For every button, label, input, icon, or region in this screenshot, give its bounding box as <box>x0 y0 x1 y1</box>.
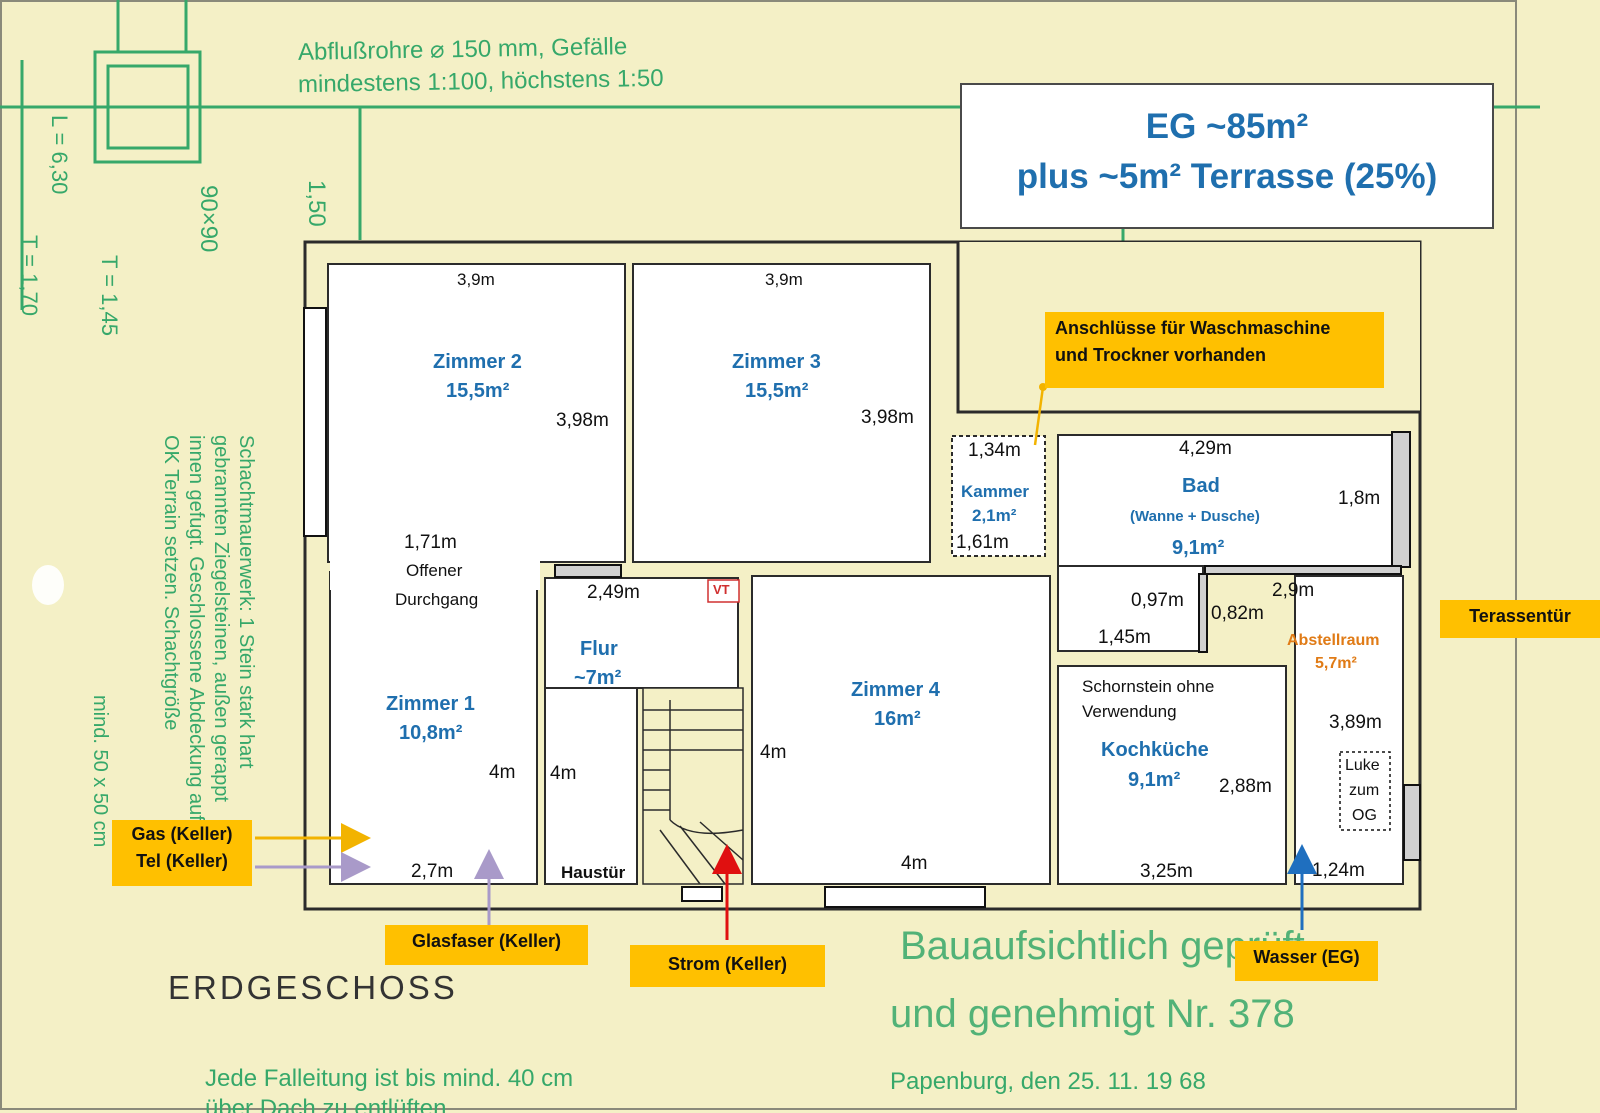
approval-line-2: und genehmigt Nr. 378 <box>890 992 1295 1036</box>
kueche-area: 9,1m² <box>1128 769 1181 791</box>
dim-bad-small-2: 0,82m <box>1211 603 1264 624</box>
callout-anschluesse-line-2: und Trockner vorhanden <box>1055 345 1267 365</box>
dim-z2-side: 3,98m <box>556 410 609 431</box>
dim-abstell-bottom: 1,24m <box>1312 860 1365 881</box>
flur-area: ~7m² <box>574 667 622 689</box>
shaft-note-1: Schachtmauerwerk: 1 Stein stark hart <box>235 435 257 769</box>
bad-area: 9,1m² <box>1172 537 1225 559</box>
dim-150: 1,50 <box>303 180 330 227</box>
zimmer1-name: Zimmer 1 <box>386 693 475 715</box>
area-summary-box: EG ~85m² plus ~5m² Terrasse (25%) <box>960 83 1494 229</box>
room-abstell <box>1294 575 1404 885</box>
drain-note-2: über Dach zu entlüften <box>205 1095 447 1113</box>
room-flur-lower <box>544 687 638 885</box>
dim-abstell-side: 3,89m <box>1329 712 1382 733</box>
offener-label: Offener <box>406 561 463 580</box>
haustuer-label: Haustür <box>561 863 626 882</box>
room-kammer <box>951 435 1046 557</box>
abstell-name: Abstellraum <box>1287 632 1380 649</box>
room-flur <box>544 577 739 689</box>
luke-line-1: Luke <box>1345 757 1380 774</box>
dim-kammer-h: 1,61m <box>956 532 1009 553</box>
windows <box>303 307 1421 908</box>
callout-wasser: Wasser (EG) <box>1235 941 1378 981</box>
schornstein-line-1: Schornstein ohne <box>1082 677 1215 696</box>
bad-subtitle: (Wanne + Dusche) <box>1130 508 1260 525</box>
page-border <box>0 0 1517 1110</box>
room-fills <box>327 263 1404 885</box>
dim-flur-top: 2,49m <box>587 582 640 603</box>
vt-box <box>707 579 740 603</box>
pipe-note-1: Abflußrohre ⌀ 150 mm, Gefälle <box>297 33 628 66</box>
area-total: EG ~85m² <box>1145 107 1309 146</box>
dim-90x90: 90×90 <box>195 185 222 253</box>
zimmer1-area: 10,8m² <box>399 722 463 744</box>
paper-stain <box>32 565 64 605</box>
room-bad-lower <box>1057 565 1204 652</box>
flur-name: Flur <box>580 638 618 660</box>
room-zimmer2 <box>327 263 626 563</box>
kammer-area: 2,1m² <box>972 506 1017 525</box>
callout-tel: Tel (Keller) <box>136 851 228 871</box>
t2-value: T = 1,45 <box>97 255 122 336</box>
zimmer3-area: 15,5m² <box>745 380 809 402</box>
luke-line-2: zum <box>1349 782 1380 799</box>
dim-kueche-side: 2,88m <box>1219 776 1272 797</box>
dim-bad-bottom: 1,45m <box>1098 627 1151 648</box>
dim-bad-small-1: 0,97m <box>1131 590 1184 611</box>
shaft-note-2: gebrannten Ziegelsteinen, außen gerappt <box>210 435 232 802</box>
room-kueche <box>1057 665 1287 885</box>
zimmer2-area: 15,5m² <box>446 380 510 402</box>
abstell-area: 5,7m² <box>1315 655 1357 672</box>
t-value: T = 1,70 <box>17 235 42 316</box>
drain-note: Jede Falleitung ist bis mind. 40 cm <box>205 1065 574 1092</box>
dim-z4-bottom: 4m <box>901 853 928 874</box>
room-zimmer3 <box>632 263 931 563</box>
luke-line-3: OG <box>1352 807 1377 824</box>
zimmer2-name: Zimmer 2 <box>433 351 522 373</box>
callout-anschluesse: Anschlüsse für Waschmaschine und Trockne… <box>1045 312 1384 388</box>
kammer-name: Kammer <box>961 482 1030 501</box>
zimmer3-name: Zimmer 3 <box>732 351 821 373</box>
l-value: L = 6,30 <box>47 115 72 195</box>
callout-gas: Gas (Keller) <box>131 824 233 844</box>
vt-label: VT <box>713 582 730 597</box>
dim-z2-top: 3,9m <box>457 270 495 289</box>
dim-z3-top: 3,9m <box>765 270 803 289</box>
dim-z1-bottom: 2,7m <box>411 861 454 882</box>
callout-terrassentuer: Terassentür <box>1440 600 1600 638</box>
luke-box <box>1339 751 1391 831</box>
schornstein-line-2: Verwendung <box>1082 702 1177 721</box>
dim-z3-side: 3,98m <box>861 407 914 428</box>
durchgang-label: Durchgang <box>395 590 479 609</box>
dim-flur-side: 4m <box>550 763 577 784</box>
callout-glasfaser: Glasfaser (Keller) <box>385 925 588 965</box>
bad-name: Bad <box>1182 475 1220 497</box>
dim-bad-h: 1,8m <box>1338 488 1381 509</box>
callout-strom: Strom (Keller) <box>630 945 825 987</box>
open-passage <box>330 540 540 590</box>
dim-z1-side: 4m <box>489 762 516 783</box>
city-date: Papenburg, den 25. 11. 19 68 <box>890 1068 1206 1095</box>
room-zimmer4 <box>751 575 1051 885</box>
area-terrace: plus ~5m² Terrasse (25%) <box>1016 157 1438 196</box>
dim-kammer-w: 1,34m <box>968 440 1021 461</box>
zimmer4-area: 16m² <box>874 708 921 730</box>
callout-anschluesse-line-1: Anschlüsse für Waschmaschine <box>1055 318 1331 338</box>
kueche-name: Kochküche <box>1101 739 1209 761</box>
room-bad <box>1057 434 1404 567</box>
shaft-note-3: innen gefugt. Geschlossene Abdeckung auf <box>185 435 207 821</box>
dim-z4-side: 4m <box>760 742 787 763</box>
dim-kueche-bottom: 3,25m <box>1140 861 1193 882</box>
callout-gas-tel: Gas (Keller) Tel (Keller) <box>112 820 252 886</box>
shaft-note-5: mind. 50 x 50 cm <box>89 695 111 848</box>
zimmer4-name: Zimmer 4 <box>851 679 940 701</box>
dim-abstell-top: 2,9m <box>1272 580 1315 601</box>
dim-opening: 1,71m <box>404 532 457 553</box>
shaft-note-4: OK Terrain setzen. Schachtgröße <box>160 435 182 731</box>
floor-title: ERDGESCHOSS <box>168 969 458 1006</box>
dim-bad-w: 4,29m <box>1179 438 1232 459</box>
